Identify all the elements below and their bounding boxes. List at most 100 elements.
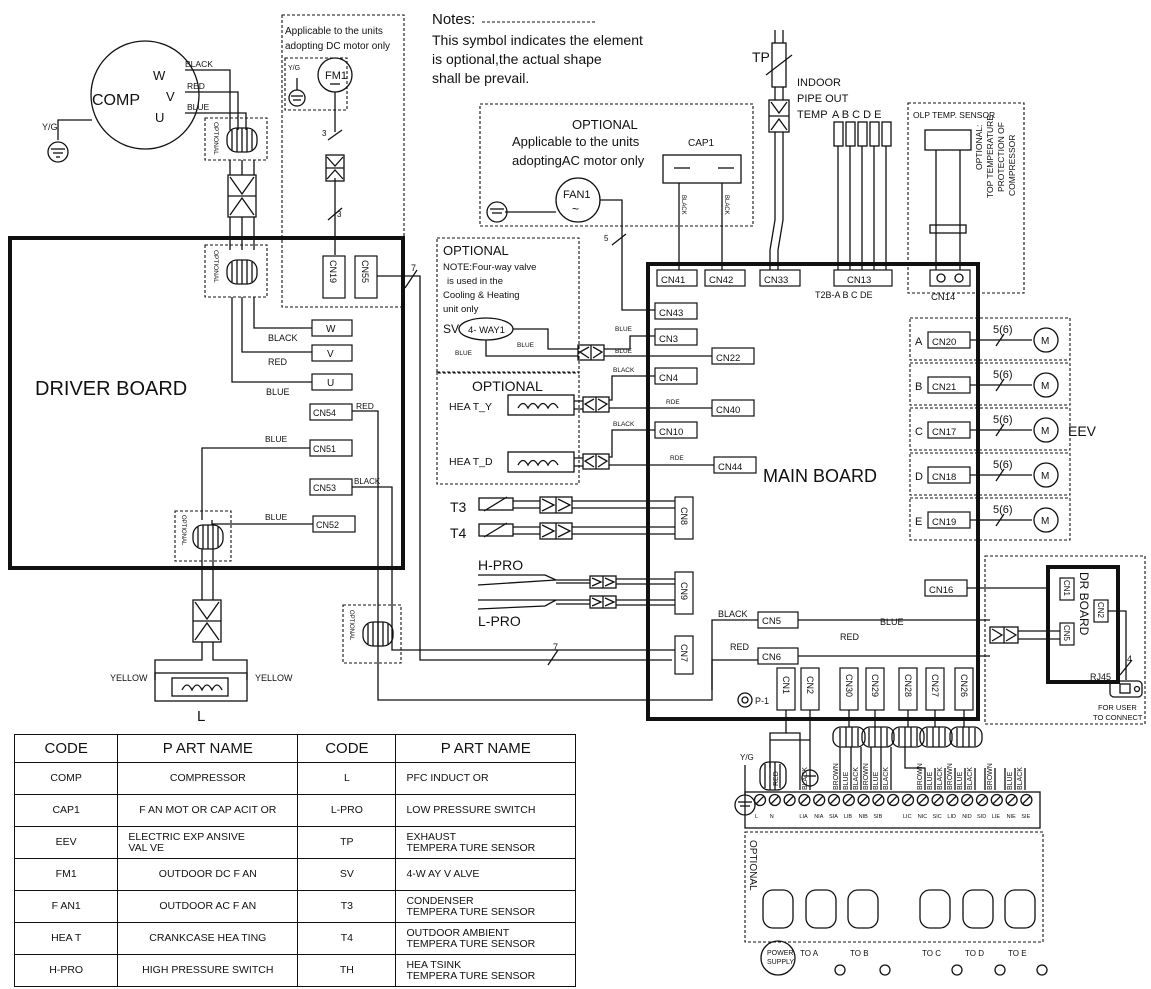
terminal-label: NIB bbox=[859, 814, 869, 820]
ground-icon bbox=[486, 201, 508, 223]
power-supply-icon: POWER SUPPLY bbox=[760, 940, 796, 976]
svg-text:W: W bbox=[153, 68, 166, 83]
svg-text:RED: RED bbox=[268, 357, 288, 367]
compressor: COMP W V U Y/G bbox=[42, 40, 200, 163]
svg-text:CN44: CN44 bbox=[718, 462, 742, 473]
svg-text:OPTIONAL:: OPTIONAL: bbox=[974, 125, 984, 170]
svg-text:CN41: CN41 bbox=[661, 275, 685, 286]
terminal-screw-icon bbox=[753, 793, 767, 807]
svg-text:BROWN: BROWN bbox=[917, 763, 924, 790]
svg-text:CN29: CN29 bbox=[870, 674, 880, 697]
svg-text:CN20: CN20 bbox=[932, 337, 956, 348]
terminal-label: SIA bbox=[829, 814, 838, 820]
svg-text:CN5: CN5 bbox=[1062, 625, 1071, 642]
table-cell-part-name: CRANKCASE HEA TING bbox=[117, 922, 299, 955]
svg-text:BROWN: BROWN bbox=[863, 763, 870, 790]
terminal-screw-icon bbox=[946, 793, 959, 807]
svg-text:4: 4 bbox=[1127, 654, 1132, 664]
terminal-label: SIC bbox=[933, 814, 942, 820]
svg-text:BLACK: BLACK bbox=[354, 477, 381, 486]
header-code: CODE bbox=[297, 734, 397, 763]
header-code: CODE bbox=[13, 734, 119, 763]
svg-text:DR BOARD: DR BOARD bbox=[1077, 572, 1091, 636]
notes-line2: is optional,the actual shape bbox=[432, 51, 602, 67]
svg-text:CN19: CN19 bbox=[328, 260, 338, 283]
svg-text:CN51: CN51 bbox=[313, 444, 336, 454]
svg-text:L-PRO: L-PRO bbox=[478, 613, 521, 629]
ground-icon bbox=[47, 141, 69, 163]
svg-text:OPTIONAL: OPTIONAL bbox=[747, 840, 758, 891]
svg-text:3: 3 bbox=[337, 210, 342, 219]
svg-text:BLACK: BLACK bbox=[967, 767, 974, 790]
eev-motor-icon: M bbox=[1033, 372, 1059, 398]
svg-text:3: 3 bbox=[322, 129, 327, 138]
wire-connector-icon bbox=[768, 99, 790, 133]
svg-text:YELLOW: YELLOW bbox=[110, 673, 148, 683]
dc-fan-motor-icon: FM1 bbox=[317, 57, 353, 93]
svg-text:7: 7 bbox=[553, 642, 558, 652]
svg-text:CN22: CN22 bbox=[716, 353, 740, 364]
svg-text:BLUE: BLUE bbox=[187, 102, 210, 112]
svg-text:C: C bbox=[915, 426, 923, 438]
svg-text:adopting DC motor only: adopting DC motor only bbox=[285, 41, 390, 52]
terminal-screw-icon bbox=[961, 793, 974, 807]
table-cell-code: COMP bbox=[13, 762, 119, 795]
terminal-screw-icon bbox=[975, 793, 989, 807]
svg-text:T2B-A B C DE: T2B-A B C DE bbox=[815, 290, 873, 300]
ac-fan-motor-icon: FAN1 ~ bbox=[555, 177, 601, 223]
svg-text:unit only: unit only bbox=[443, 304, 479, 315]
svg-text:CN14: CN14 bbox=[931, 292, 955, 303]
ferrite-core-icon bbox=[226, 259, 258, 285]
ground-icon-row bbox=[834, 964, 1048, 976]
svg-text:5(6): 5(6) bbox=[993, 504, 1013, 516]
terminal-screw-icon bbox=[842, 793, 855, 807]
svg-text:RED: RED bbox=[356, 401, 374, 411]
table-cell-part-name: OUTDOOR DC F AN bbox=[117, 858, 299, 891]
table-cell-code: EEV bbox=[13, 826, 119, 859]
eev-motor-icon: M bbox=[1033, 417, 1059, 443]
svg-text:V: V bbox=[166, 89, 175, 104]
svg-text:RED: RED bbox=[730, 642, 750, 652]
svg-text:CN9: CN9 bbox=[679, 582, 689, 600]
svg-text:BLACK: BLACK bbox=[802, 767, 809, 790]
svg-text:BLUE: BLUE bbox=[843, 771, 850, 790]
svg-text:CN33: CN33 bbox=[764, 275, 788, 286]
terminal-screw-icon bbox=[798, 793, 811, 807]
svg-text:INDOOR: INDOOR bbox=[797, 77, 841, 89]
wire-connector-icon bbox=[989, 626, 1019, 644]
svg-text:B: B bbox=[915, 381, 922, 393]
svg-text:CN19: CN19 bbox=[932, 517, 956, 528]
svg-text:CN7: CN7 bbox=[679, 644, 689, 662]
svg-text:~: ~ bbox=[572, 202, 579, 216]
table-cell-code: TP bbox=[297, 826, 397, 859]
table-cell-part-name: 4-W AY V ALVE bbox=[395, 858, 576, 891]
terminal-label: LIE bbox=[992, 814, 1001, 820]
svg-text:OPTIONAL: OPTIONAL bbox=[348, 610, 354, 641]
svg-text:OLP TEMP. SENSOR: OLP TEMP. SENSOR bbox=[913, 110, 995, 120]
dr-board bbox=[1046, 565, 1120, 684]
table-cell-code: T4 bbox=[297, 922, 397, 955]
svg-text:BLUE: BLUE bbox=[1007, 771, 1014, 790]
terminal-screw-icon bbox=[768, 793, 781, 807]
svg-text:COMPRESSOR: COMPRESSOR bbox=[1007, 135, 1017, 196]
table-cell-code: TH bbox=[297, 954, 397, 987]
svg-text:5: 5 bbox=[604, 234, 609, 243]
svg-text:CN40: CN40 bbox=[716, 405, 740, 416]
terminal-screw-icon bbox=[990, 793, 1003, 807]
ferrite-core-row bbox=[832, 726, 983, 748]
svg-text:CN8: CN8 bbox=[679, 507, 689, 525]
svg-text:CN3: CN3 bbox=[659, 334, 678, 345]
svg-text:5(6): 5(6) bbox=[993, 414, 1013, 426]
wire-connector-icon bbox=[539, 496, 573, 514]
svg-text:M: M bbox=[1041, 336, 1049, 347]
terminal-screw-icon bbox=[1020, 793, 1033, 807]
svg-text:H-PRO: H-PRO bbox=[478, 557, 523, 573]
svg-text:TO C: TO C bbox=[922, 949, 941, 958]
svg-text:A: A bbox=[915, 336, 923, 348]
table-cell-code: HEA T bbox=[13, 922, 119, 955]
svg-text:BLUE: BLUE bbox=[927, 771, 934, 790]
terminal-label: NIA bbox=[814, 814, 824, 820]
svg-text:BROWN: BROWN bbox=[947, 763, 954, 790]
